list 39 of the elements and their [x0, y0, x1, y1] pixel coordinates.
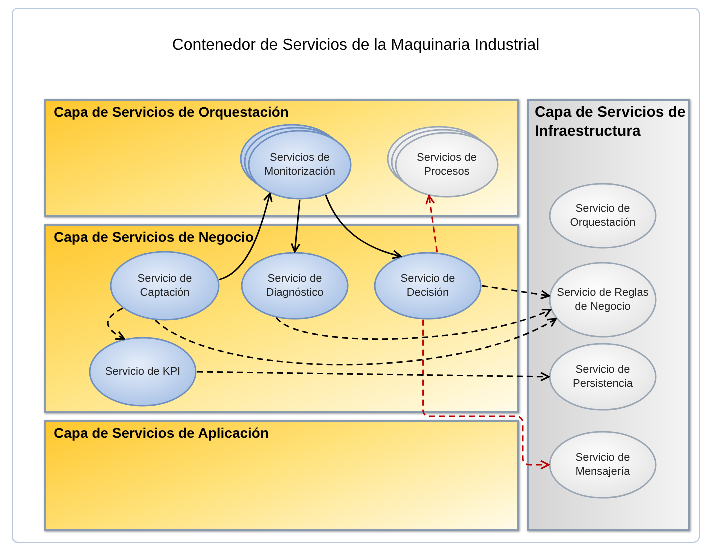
layer-heading: Capa de Servicios de Negocio [54, 229, 254, 246]
arrow [196, 371, 550, 382]
arrow [155, 318, 558, 366]
service-ellipse [374, 252, 482, 320]
service-name: Servicios de Procesos [416, 150, 478, 180]
layer-heading: Capa de Servicios de Aplicación [54, 425, 270, 442]
container-frame [12, 8, 700, 543]
layer-panel [527, 99, 690, 531]
layer-heading: Capa de Servicios de Infraestructura [535, 104, 686, 142]
container-heading: Contenedor de Servicios de la Maquinaria Industrial [171, 37, 541, 55]
service-name: Servicios de Monitorización [264, 150, 336, 180]
service-ellipse [89, 337, 197, 407]
arrow [218, 192, 273, 281]
service-ellipse [549, 431, 657, 499]
service-ellipse [387, 126, 499, 198]
service-ellipse [549, 262, 657, 338]
service-name: Servicio de KPI [104, 364, 182, 380]
service-name: Servicio de Persistencia [572, 362, 634, 392]
arrow [482, 285, 550, 300]
service-ellipse [549, 183, 657, 249]
service-ellipse [241, 252, 349, 320]
layer-panel [44, 99, 519, 217]
service-name: Servicio de Mensajería [574, 450, 632, 480]
layer-panel [44, 420, 519, 531]
service-name: Servicio de Diagnóstico [265, 272, 325, 301]
layer-panel [44, 224, 519, 413]
service-ellipse [549, 343, 657, 411]
arrow [426, 195, 438, 253]
service-name: Servicio de Reglas de Negocio [557, 286, 649, 315]
arrow [107, 308, 126, 340]
service-name: Servicio de Decisión [400, 272, 456, 301]
service-name: Servicio de Orquestación [569, 202, 637, 231]
arrow [422, 320, 550, 470]
service-name: Servicio de Captación [136, 272, 194, 301]
arrow [276, 308, 552, 340]
service-ellipse [110, 251, 220, 321]
service-ellipse [240, 124, 352, 200]
layer-heading: Capa de Servicios de Orquestación [54, 104, 289, 122]
arrow [325, 195, 402, 260]
